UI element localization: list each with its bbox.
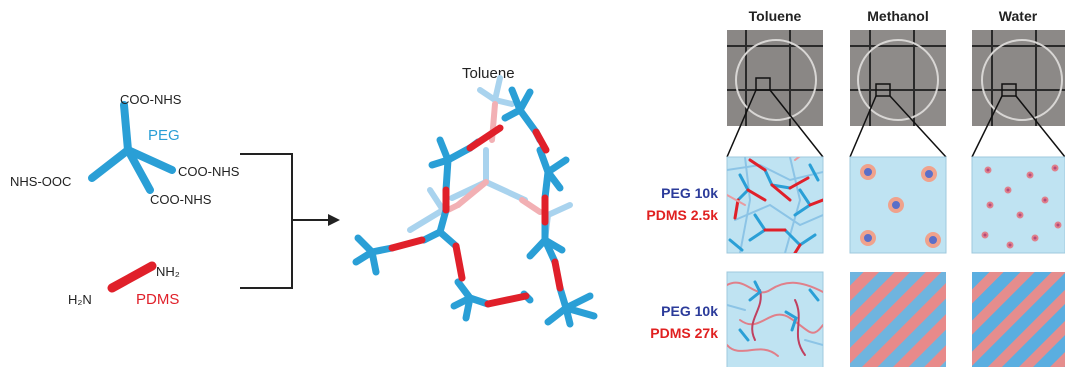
polymer-network — [352, 75, 598, 328]
row-2-pdms: PDMS 27k — [650, 325, 718, 341]
panel-toluene-2-5k — [726, 156, 824, 254]
photo-water — [972, 30, 1065, 126]
peg-star — [88, 101, 176, 194]
panel-methanol-27k — [850, 272, 946, 368]
row-1-pdms: PDMS 2.5k — [646, 207, 718, 223]
peg-group-bottom: COO-NHS — [150, 192, 212, 207]
panel-toluene-27k — [726, 271, 824, 369]
column-header-water: Water — [998, 8, 1038, 24]
row-1-peg: PEG 10k — [661, 185, 718, 201]
peg-group-left: NHS-OOC — [10, 174, 71, 189]
panel-water-27k — [972, 272, 1065, 368]
photo-toluene — [727, 30, 823, 126]
network-label: Toluene — [462, 65, 515, 82]
panel-water-2-5k — [971, 156, 1065, 254]
zoom-lines — [726, 89, 1065, 158]
row-label-1: PEG 10k PDMS 2.5k — [628, 182, 718, 226]
peg-group-top: COO-NHS — [120, 92, 182, 107]
pdms-label: PDMS — [136, 291, 179, 308]
photo-methanol — [850, 30, 946, 126]
peg-group-right: COO-NHS — [178, 164, 240, 179]
row-label-2: PEG 10k PDMS 27k — [628, 300, 718, 344]
column-header-toluene: Toluene — [748, 8, 802, 24]
reaction-bracket — [240, 153, 330, 289]
row-2-peg: PEG 10k — [661, 303, 718, 319]
panel-methanol-2-5k — [849, 156, 947, 254]
column-header-methanol: Methanol — [867, 8, 929, 24]
peg-label: PEG — [148, 127, 180, 144]
pdms-end-left: H₂N — [68, 292, 92, 307]
pdms-end-right: NH₂ — [156, 264, 180, 279]
pdms-rod — [107, 261, 157, 293]
arrow-head-icon — [328, 214, 340, 226]
